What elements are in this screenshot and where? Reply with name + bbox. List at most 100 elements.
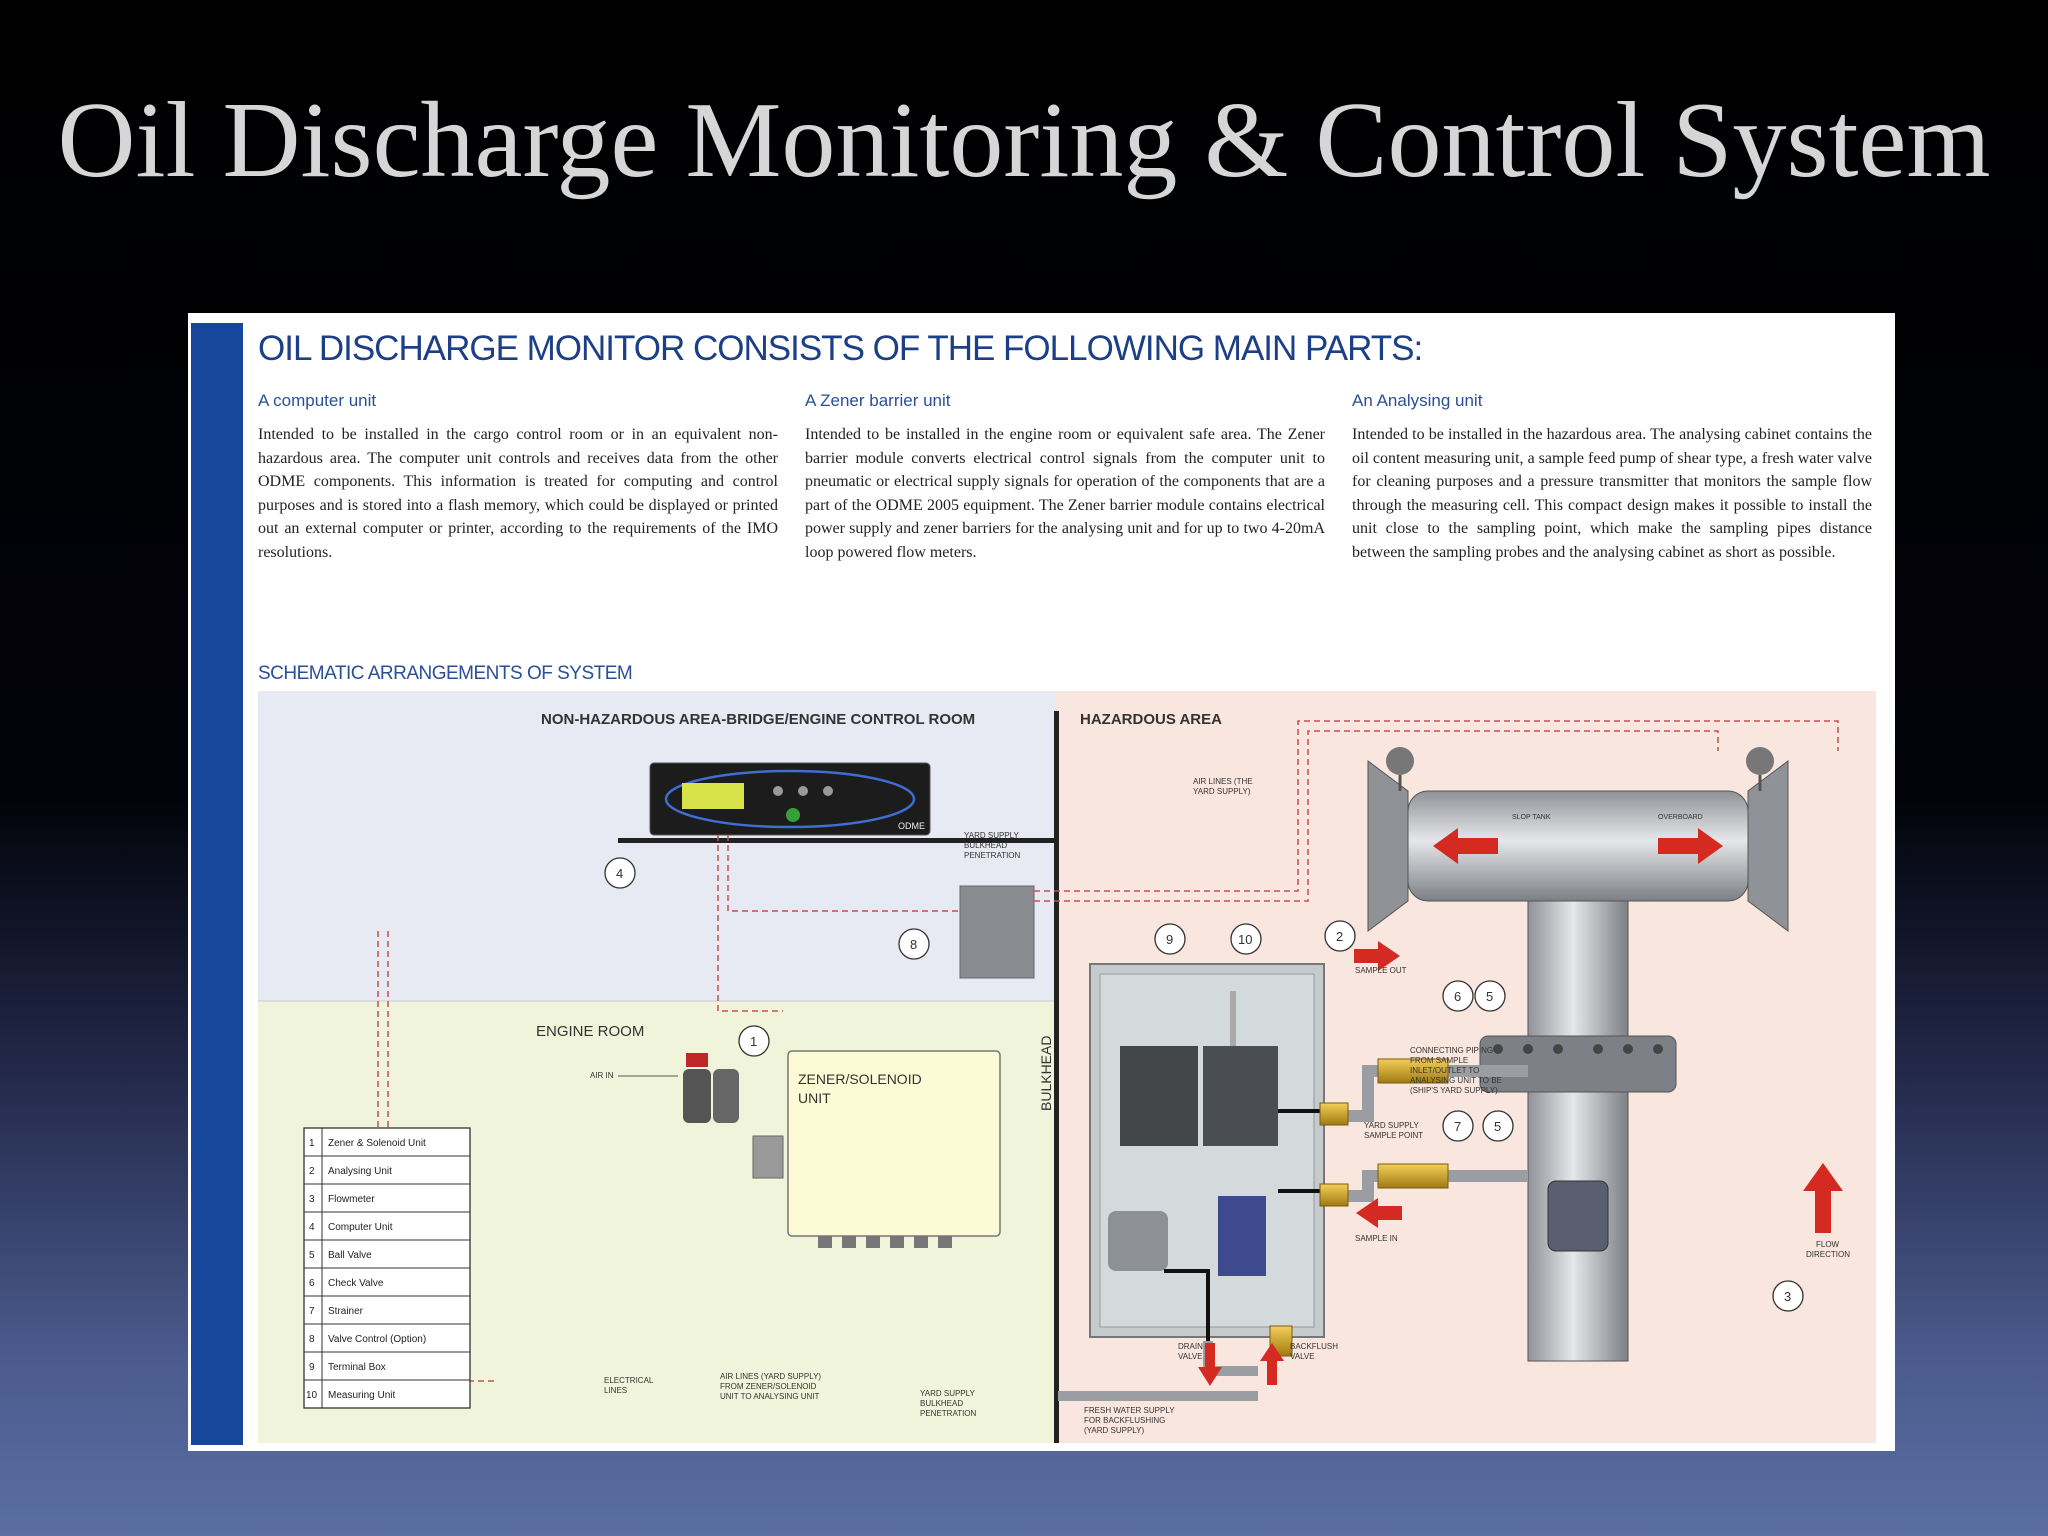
label-yard-supply-bottom-2: BULKHEAD — [920, 1399, 963, 1408]
air-filter-regulator: AIR IN — [590, 1053, 739, 1123]
bulkhead-label: BULKHEAD — [1038, 1036, 1054, 1111]
label-airlines-zener-2: FROM ZENER/SOLENOID — [720, 1382, 817, 1391]
label-fresh-water: FRESH WATER SUPPLY — [1084, 1406, 1175, 1415]
callout-7: 7 — [1442, 1110, 1474, 1142]
label-yard-supply-bottom-3: PENETRATION — [920, 1409, 977, 1418]
callout-2: 2 — [1324, 920, 1356, 952]
svg-text:2: 2 — [1336, 929, 1343, 944]
column-analysing-unit: An Analysing unit Intended to be install… — [1352, 391, 1872, 564]
legend-num: 10 — [306, 1390, 318, 1401]
label-yard-supply-bulkhead-3: PENETRATION — [964, 851, 1021, 860]
engine-room-label: ENGINE ROOM — [536, 1023, 644, 1040]
label-flow-direction: FLOW — [1816, 1240, 1840, 1249]
legend-num: 1 — [309, 1138, 315, 1149]
valve-control-box — [959, 885, 1035, 979]
svg-text:8: 8 — [910, 937, 917, 952]
legend-num: 5 — [309, 1250, 315, 1261]
svg-text:4: 4 — [616, 866, 623, 881]
label-drain-valve: DRAIN — [1178, 1342, 1203, 1351]
schematic-diagram: NON-HAZARDOUS AREA-BRIDGE/ENGINE CONTROL… — [258, 691, 1876, 1443]
svg-text:9: 9 — [1166, 932, 1173, 947]
legend-num: 9 — [309, 1362, 315, 1373]
legend-num: 8 — [309, 1334, 315, 1345]
label-electrical-lines: ELECTRICAL — [604, 1376, 654, 1385]
column-zener-barrier-unit: A Zener barrier unit Intended to be inst… — [805, 391, 1325, 564]
legend-num: 6 — [309, 1278, 315, 1289]
legend-label: Flowmeter — [328, 1194, 375, 1205]
legend-label: Analysing Unit — [328, 1166, 392, 1177]
legend-label: Terminal Box — [328, 1362, 386, 1373]
legend-label: Strainer — [328, 1306, 364, 1317]
callout-3: 3 — [1772, 1280, 1804, 1312]
annotation-labels: AIR LINES (THE YARD SUPPLY) YARD SUPPLY … — [604, 777, 1850, 1435]
label-fresh-water-3: (YARD SUPPLY) — [1084, 1426, 1144, 1435]
label-connecting-piping-4: ANALYSING UNIT TO BE — [1410, 1076, 1502, 1085]
non-hazardous-area-label: NON-HAZARDOUS AREA-BRIDGE/ENGINE CONTROL… — [541, 711, 975, 728]
label-yard-supply-bottom: YARD SUPPLY — [920, 1389, 975, 1398]
legend-num: 3 — [309, 1194, 315, 1205]
column-text: Intended to be installed in the engine r… — [805, 426, 1325, 561]
accent-bar — [191, 323, 243, 1445]
legend-num: 2 — [309, 1166, 315, 1177]
control-room-wall — [618, 838, 1054, 843]
callout-5a: 5 — [1474, 980, 1506, 1012]
callout-1: 1 — [738, 1025, 770, 1057]
column-title: An Analysing unit — [1352, 391, 1483, 410]
label-connecting-piping: CONNECTING PIPING — [1410, 1046, 1493, 1055]
content-panel: OIL DISCHARGE MONITOR CONSISTS OF THE FO… — [188, 313, 1895, 1451]
hazardous-area-label: HAZARDOUS AREA — [1080, 711, 1222, 728]
label-backflush-valve: BACKFLUSH — [1290, 1342, 1338, 1351]
label-connecting-piping-2: FROM SAMPLE — [1410, 1056, 1468, 1065]
label-airlines-zener: AIR LINES (YARD SUPPLY) — [720, 1372, 821, 1381]
label-electrical-lines-2: LINES — [604, 1386, 627, 1395]
sample-piping — [1058, 1058, 1528, 1401]
legend-label: Zener & Solenoid Unit — [328, 1138, 426, 1149]
callouts: 1 2 3 4 5 6 7 5 8 9 10 — [604, 857, 1804, 1312]
callout-5b: 5 — [1482, 1110, 1514, 1142]
slide-title: Oil Discharge Monitoring & Control Syste… — [57, 81, 1991, 200]
column-title: A Zener barrier unit — [805, 391, 951, 410]
zener-solenoid-unit: ZENER/SOLENOID UNIT — [752, 1050, 1001, 1248]
legend-label: Ball Valve — [328, 1250, 372, 1261]
svg-text:1: 1 — [750, 1034, 757, 1049]
label-sample-out: SAMPLE OUT — [1355, 966, 1407, 975]
computer-unit: ODME — [649, 762, 931, 836]
column-text: Intended to be installed in the hazardou… — [1352, 426, 1872, 561]
legend-label: Computer Unit — [328, 1222, 393, 1233]
column-text: Intended to be installed in the cargo co… — [258, 426, 778, 561]
zener-unit-label: ZENER/SOLENOID — [798, 1071, 922, 1087]
computer-badge: ODME — [898, 821, 925, 831]
column-computer-unit: A computer unit Intended to be installed… — [258, 391, 778, 564]
callout-10: 10 — [1230, 923, 1262, 955]
svg-text:5: 5 — [1486, 989, 1493, 1004]
label-airlines-yard-supply-2: YARD SUPPLY) — [1193, 787, 1251, 796]
label-connecting-piping-5: (SHIP'S YARD SUPPLY) — [1410, 1086, 1498, 1095]
callout-8: 8 — [898, 928, 930, 960]
analysing-unit-cabinet — [1089, 963, 1325, 1351]
svg-text:3: 3 — [1784, 1289, 1791, 1304]
legend-label: Measuring Unit — [328, 1390, 395, 1401]
callout-6: 6 — [1442, 980, 1474, 1012]
label-slop-tank: SLOP TANK — [1512, 814, 1551, 821]
callout-4: 4 — [604, 857, 636, 889]
svg-text:10: 10 — [1238, 932, 1252, 947]
label-backflush-valve-2: VALVE — [1290, 1352, 1315, 1361]
label-flow-direction-2: DIRECTION — [1806, 1250, 1850, 1259]
schematic-title: SCHEMATIC ARRANGEMENTS OF SYSTEM — [258, 663, 633, 684]
bulkhead-wall — [1054, 711, 1059, 1443]
label-airlines-yard-supply: AIR LINES (THE — [1193, 777, 1253, 786]
svg-text:5: 5 — [1494, 1119, 1501, 1134]
svg-text:7: 7 — [1454, 1119, 1461, 1134]
label-yard-supply-bulkhead: YARD SUPPLY — [964, 831, 1019, 840]
label-yard-supply-sample: YARD SUPPLY — [1364, 1121, 1419, 1130]
zener-unit-label-2: UNIT — [798, 1090, 831, 1106]
column-title: A computer unit — [258, 391, 377, 410]
label-fresh-water-2: FOR BACKFLUSHING — [1084, 1416, 1165, 1425]
label-sample-in: SAMPLE IN — [1355, 1234, 1398, 1243]
label-overboard: OVERBOARD — [1658, 814, 1703, 821]
legend-num: 7 — [309, 1306, 315, 1317]
label-yard-supply-bulkhead-2: BULKHEAD — [964, 841, 1007, 850]
label-connecting-piping-3: INLET/OUTLET TO — [1410, 1066, 1479, 1075]
label-yard-supply-sample-2: SAMPLE POINT — [1364, 1131, 1423, 1140]
legend-label: Check Valve — [328, 1278, 384, 1289]
